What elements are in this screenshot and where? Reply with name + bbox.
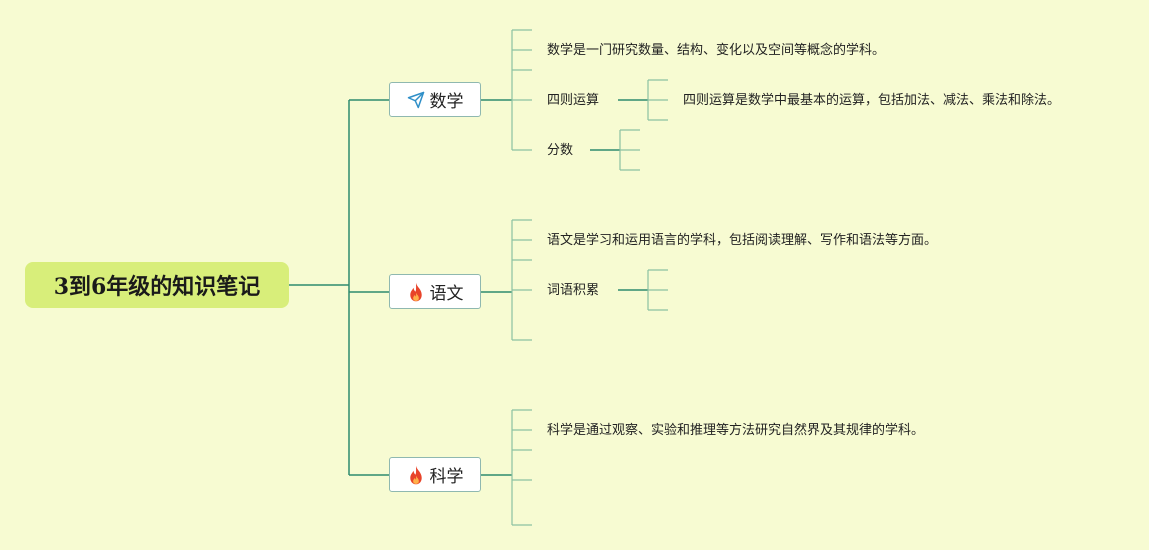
chinese-definition[interactable]: 语文是学习和运用语言的学科，包括阅读理解、写作和语法等方面。 — [547, 233, 938, 248]
branch-chinese-label: 语文 — [429, 284, 464, 304]
branch-chinese[interactable]: 语文 — [389, 274, 481, 309]
fire-icon — [407, 465, 425, 485]
math-arithmetic-detail[interactable]: 四则运算是数学中最基本的运算，包括加法、减法、乘法和除法。 — [683, 93, 1061, 108]
science-definition[interactable]: 科学是通过观察、实验和推理等方法研究自然界及其规律的学科。 — [547, 423, 925, 438]
root-title: 3到6年级的知识笔记 — [53, 274, 261, 300]
branch-math[interactable]: 数学 — [389, 82, 481, 117]
math-topic-arithmetic[interactable]: 四则运算 — [547, 93, 600, 108]
branch-math-label: 数学 — [429, 92, 464, 112]
math-definition[interactable]: 数学是一门研究数量、结构、变化以及空间等概念的学科。 — [547, 43, 886, 58]
branch-science-label: 科学 — [429, 467, 464, 487]
root-topic[interactable]: 3到6年级的知识笔记 — [25, 262, 289, 308]
chinese-topic-vocabulary[interactable]: 词语积累 — [547, 283, 600, 298]
branch-science[interactable]: 科学 — [389, 457, 481, 492]
fire-icon — [407, 282, 425, 302]
math-topic-fractions[interactable]: 分数 — [547, 143, 574, 158]
paper-plane-icon — [407, 91, 425, 109]
